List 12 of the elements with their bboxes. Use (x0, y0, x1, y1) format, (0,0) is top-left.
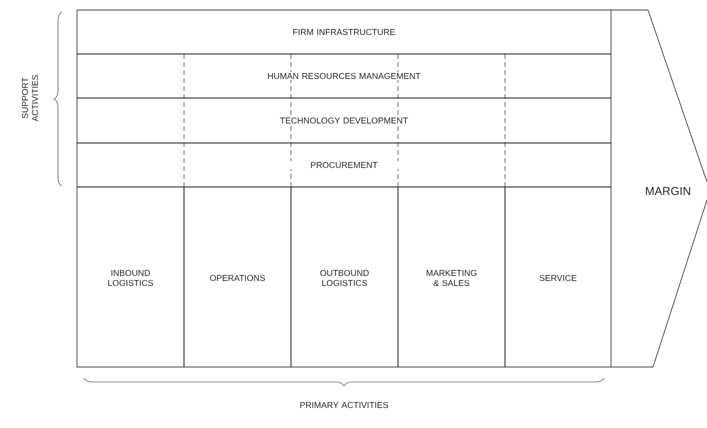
activity-cell: OPERATIONS (184, 186, 292, 368)
side-label: SUPPORT ACTIVITIES (22, 74, 38, 122)
activity-row: FIRM INFRASTRUCTURE (76, 10, 612, 54)
activity-cell: SERVICE (504, 186, 612, 368)
activity-cell: INBOUND LOGISTICS (76, 186, 184, 368)
activity-row: HUMAN RESOURCES MANAGEMENT (76, 54, 612, 98)
margin-chevron: MARGIN (610, 10, 707, 368)
activity-cell: MARKETING & SALES (398, 186, 506, 368)
activity-row: TECHNOLOGY DEVELOPMENT (76, 98, 612, 144)
activity-row: PROCUREMENT (76, 142, 612, 188)
activity-cell: OUTBOUND LOGISTICS (290, 186, 398, 368)
bottom-label: PRIMARY ACTIVITIES (300, 402, 388, 408)
